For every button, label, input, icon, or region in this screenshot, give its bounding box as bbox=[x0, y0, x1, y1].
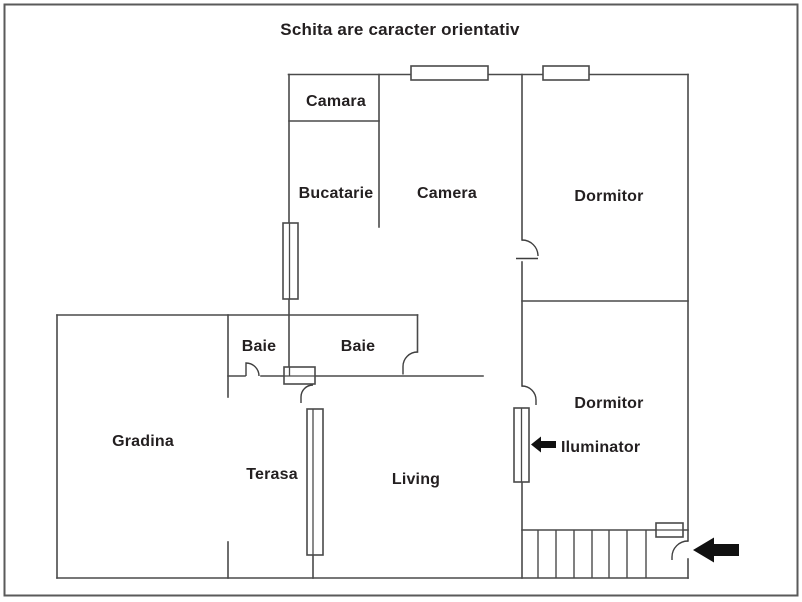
entrance-arrow-icon bbox=[693, 537, 739, 563]
room-label-terasa: Terasa bbox=[246, 466, 298, 483]
window-baie-corner bbox=[283, 366, 316, 385]
arrows bbox=[531, 436, 739, 563]
plan-border bbox=[3, 3, 799, 597]
room-label-camara: Camara bbox=[306, 93, 366, 110]
room-label-baie-right: Baie bbox=[341, 338, 376, 355]
room-label-dormitor-top: Dormitor bbox=[574, 188, 643, 205]
window-terasa-living bbox=[306, 408, 324, 556]
window-top-dormitor bbox=[542, 65, 590, 81]
window-top-camera bbox=[410, 65, 489, 81]
room-label-gradina: Gradina bbox=[112, 433, 174, 450]
door-baie-right bbox=[402, 351, 418, 375]
staircase bbox=[537, 530, 647, 578]
windows bbox=[282, 65, 684, 556]
annotation-iluminator: Iluminator bbox=[561, 439, 640, 456]
door-entrance bbox=[671, 540, 689, 560]
window-bucatarie bbox=[282, 222, 299, 300]
room-label-baie-left: Baie bbox=[242, 338, 277, 355]
window-iluminator bbox=[513, 407, 530, 483]
walls bbox=[56, 73, 689, 579]
plan-title: Schita are caracter orientativ bbox=[280, 20, 520, 39]
door-baie-left bbox=[245, 362, 260, 377]
door-camera-dormitor bbox=[516, 239, 539, 260]
room-label-bucatarie: Bucatarie bbox=[299, 185, 374, 202]
window-entrance bbox=[655, 522, 684, 538]
room-label-dormitor-bottom: Dormitor bbox=[574, 395, 643, 412]
door-terasa bbox=[300, 384, 314, 403]
iluminator-arrow-icon bbox=[531, 436, 556, 453]
room-label-living: Living bbox=[392, 471, 440, 488]
doors bbox=[245, 239, 689, 560]
room-label-camera: Camera bbox=[417, 185, 477, 202]
door-dormitor-bottom bbox=[521, 385, 537, 405]
